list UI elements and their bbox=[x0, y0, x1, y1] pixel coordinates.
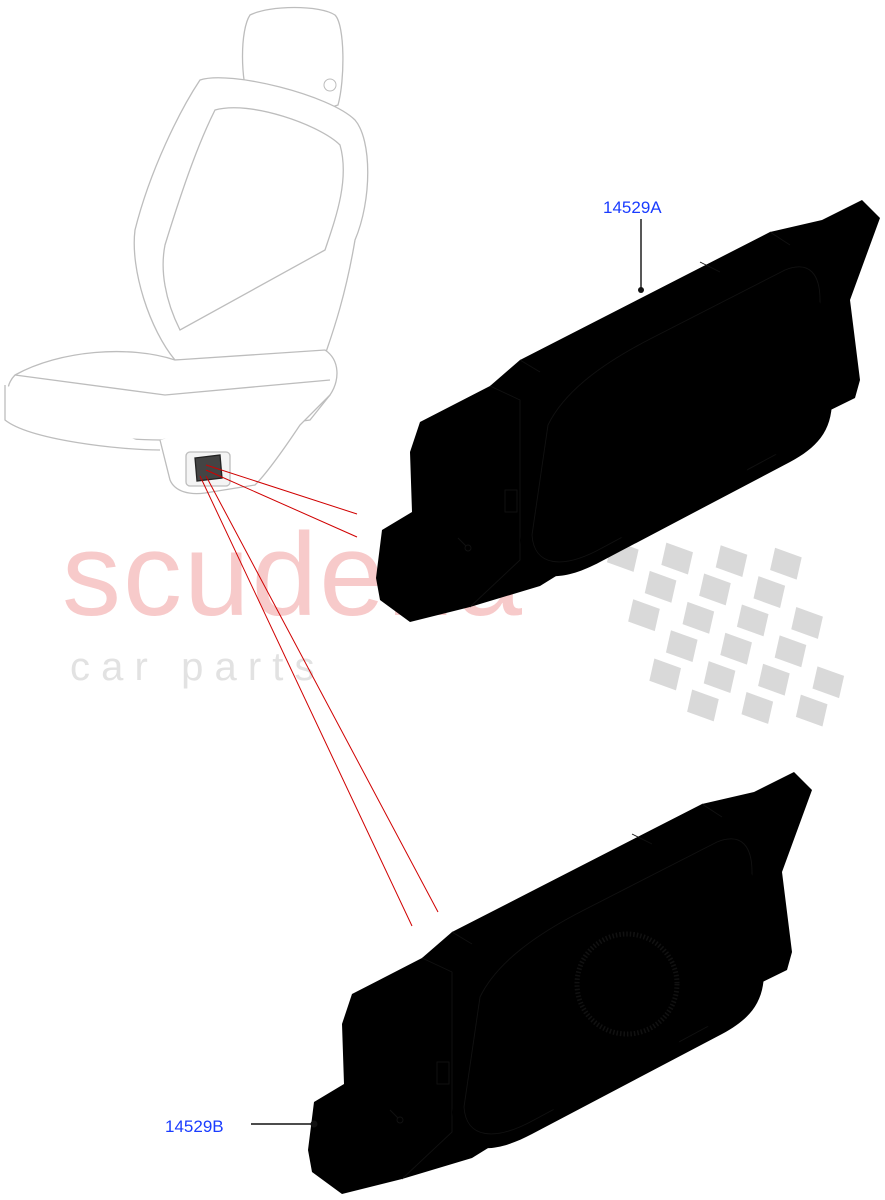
leader-line bbox=[205, 469, 358, 538]
checker-square bbox=[758, 663, 790, 696]
checker-square bbox=[682, 601, 715, 634]
checker-square bbox=[812, 666, 845, 699]
checker-square bbox=[753, 576, 786, 608]
callout-label[interactable]: 14529A bbox=[603, 198, 662, 217]
switch-pack-14529B[interactable] bbox=[307, 771, 813, 1195]
checker-square bbox=[703, 661, 736, 693]
seat-illustration bbox=[4, 6, 369, 495]
checker-flag-logo bbox=[606, 540, 845, 727]
checker-square bbox=[644, 570, 677, 603]
checker-square bbox=[665, 630, 698, 663]
leader-lines bbox=[199, 464, 439, 927]
leader-line bbox=[199, 475, 413, 927]
callout-dot bbox=[638, 287, 644, 293]
checker-square bbox=[661, 542, 693, 575]
checker-square bbox=[628, 599, 660, 632]
checker-square bbox=[770, 547, 802, 580]
callout-dot bbox=[310, 1120, 318, 1128]
leader-line bbox=[205, 464, 358, 515]
checker-square bbox=[736, 604, 769, 637]
checker-square bbox=[687, 689, 719, 722]
checker-square bbox=[715, 545, 748, 578]
checker-square bbox=[791, 607, 823, 639]
checker-square bbox=[720, 632, 752, 665]
checker-square bbox=[795, 694, 828, 727]
callout-14529A[interactable]: 14529A bbox=[603, 198, 662, 293]
watermark-tagline: c a r p a r t s bbox=[70, 645, 315, 689]
checker-square bbox=[774, 635, 807, 668]
callout-14529B[interactable]: 14529B bbox=[165, 1117, 318, 1136]
checker-square bbox=[741, 692, 774, 724]
checker-square bbox=[699, 573, 731, 606]
checker-square bbox=[649, 658, 681, 691]
leader-line bbox=[205, 475, 439, 913]
callout-label[interactable]: 14529B bbox=[165, 1117, 224, 1136]
